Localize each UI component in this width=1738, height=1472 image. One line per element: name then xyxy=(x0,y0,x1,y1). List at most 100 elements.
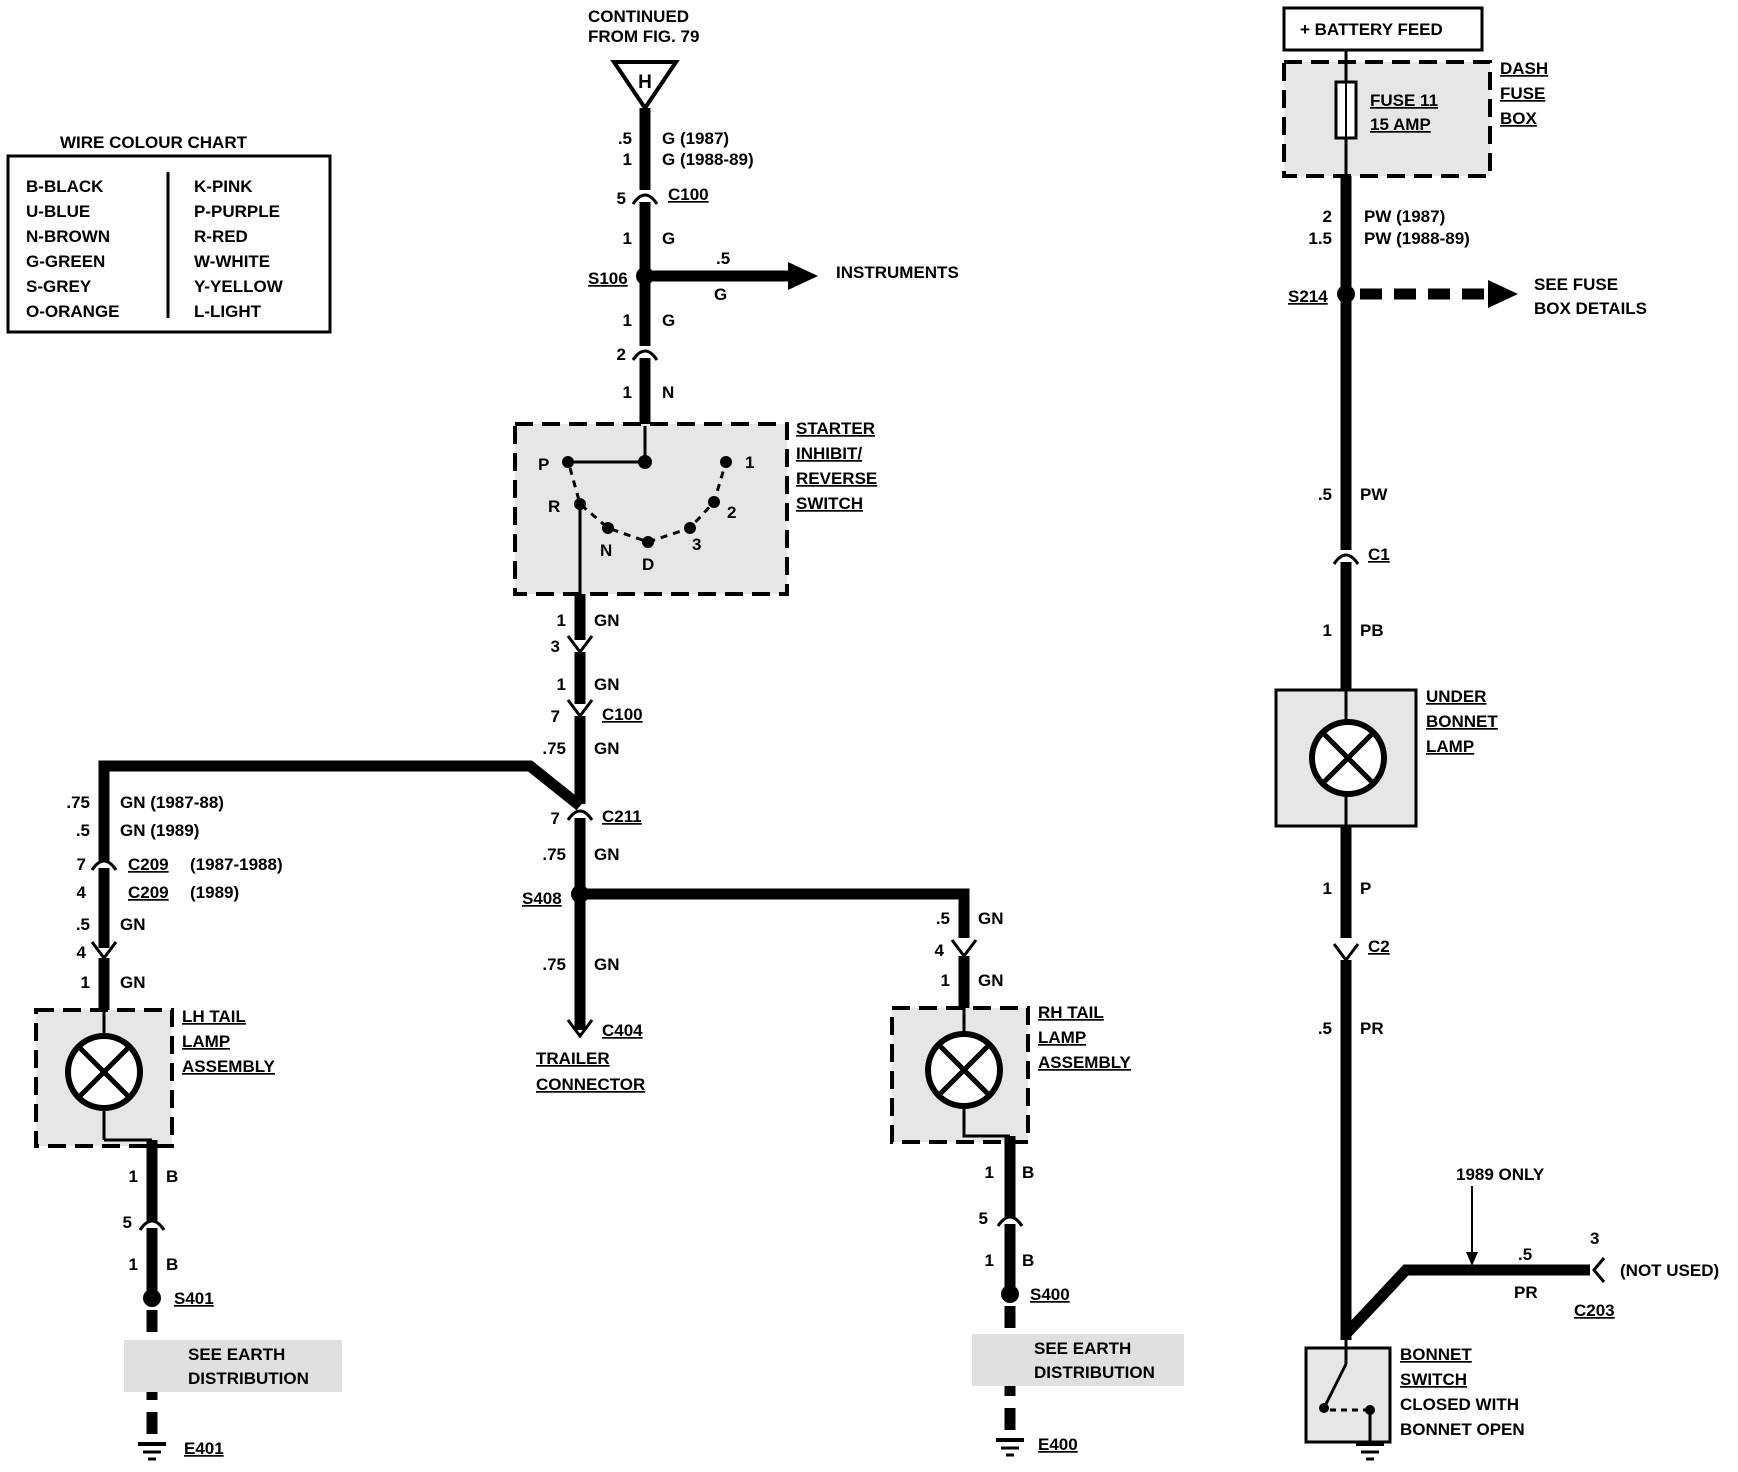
connector-h-label: H xyxy=(638,72,652,93)
component-label: UNDER xyxy=(1426,687,1486,706)
connector-year: (1987-1988) xyxy=(190,855,283,874)
component-label: SWITCH xyxy=(1400,1370,1467,1389)
battery-feed-box xyxy=(1282,6,1484,52)
note-1989-only: 1989 ONLY xyxy=(1456,1165,1545,1184)
wire-color: N xyxy=(662,383,674,402)
pin-number: 3 xyxy=(1590,1229,1599,1248)
component-label: LAMP xyxy=(1038,1028,1086,1047)
wire-colour-entry: B-BLACK xyxy=(26,177,104,196)
switch-pos-label: N xyxy=(600,541,612,560)
switch-position xyxy=(642,536,654,548)
pin-number: 5 xyxy=(979,1209,988,1228)
rh-tail-lamp-circuit: .5 GN 4 1 GN RH TAIL LAMP ASSEMBLY 1 B 5… xyxy=(890,909,1184,1457)
earth-note-bg xyxy=(972,1334,1184,1386)
connector-year: (1989) xyxy=(190,883,239,902)
connector-c100-upper xyxy=(631,193,659,205)
starter-inhibit-switch: P R N D 1 2 3 STARTER INHIBIT/ REVERSE S… xyxy=(513,419,877,596)
wire-size: .5 xyxy=(76,915,90,934)
pin-number: 5 xyxy=(123,1213,132,1232)
center-circuit: 1 GN 3 1 GN 7 C100 .75 GN 7 C211 .75 GN … xyxy=(98,594,970,1094)
pin-number: 4 xyxy=(935,941,945,960)
wire-size: 1 xyxy=(623,383,632,402)
pin-number: 7 xyxy=(551,809,560,828)
wire-color: PW (1988-89) xyxy=(1364,229,1470,248)
component-label: BOX xyxy=(1500,109,1538,128)
wire-color: PR xyxy=(1514,1283,1538,1302)
lamp-bulb-icon xyxy=(1321,731,1375,785)
wire-size: 1 xyxy=(81,973,90,992)
wire-color: GN (1987-88) xyxy=(120,793,224,812)
wire-size: .5 xyxy=(936,909,950,928)
pin-number: 5 xyxy=(617,189,626,208)
pin-number: 2 xyxy=(617,345,626,364)
see-fuse-note: BOX DETAILS xyxy=(1534,299,1647,318)
connector-c2 xyxy=(1332,943,1360,963)
connector-c203 xyxy=(1592,1257,1606,1283)
component-label: LAMP xyxy=(1426,737,1474,756)
connector-c1 xyxy=(1332,553,1360,565)
lamp-bulb-icon xyxy=(77,1045,131,1099)
lamp-bulb-icon xyxy=(937,1043,991,1097)
wire-color: G xyxy=(662,311,675,330)
continued-label: CONTINUED xyxy=(588,7,689,26)
dash-fuse-box xyxy=(1282,60,1492,178)
earth-note: DISTRIBUTION xyxy=(188,1369,309,1388)
component-label: INHIBIT/ xyxy=(796,444,862,463)
component-label: BONNET OPEN xyxy=(1400,1420,1525,1439)
continued-label: FROM FIG. 79 xyxy=(588,27,699,46)
wire-size: 1 xyxy=(1323,879,1332,898)
connector-pin2 xyxy=(631,349,659,361)
wire xyxy=(1341,1264,1590,1338)
switch-pos-label: 3 xyxy=(692,535,701,554)
wire-colour-entry: P-PURPLE xyxy=(194,202,280,221)
wire-size: 1 xyxy=(1323,621,1332,640)
component-label: LAMP xyxy=(182,1032,230,1051)
wire-color: GN xyxy=(594,675,620,694)
component-label: BONNET xyxy=(1400,1345,1472,1364)
component-label: FUSE xyxy=(1500,84,1545,103)
wire-color: B xyxy=(1022,1251,1034,1270)
pin-number: 4 xyxy=(77,883,87,902)
component-label: LH TAIL xyxy=(182,1007,246,1026)
connector-c404 xyxy=(566,1019,594,1039)
arrow-icon xyxy=(788,262,818,290)
wire-size: 2 xyxy=(1323,207,1332,226)
wire-chart-title: WIRE COLOUR CHART xyxy=(60,133,248,152)
earth-note: SEE EARTH xyxy=(1034,1339,1131,1358)
connector-h-triangle xyxy=(610,60,680,112)
wire-color: PW (1987) xyxy=(1364,207,1445,226)
pin-number: 7 xyxy=(551,707,560,726)
switch-contact xyxy=(1324,1363,1348,1405)
connector-c211 xyxy=(566,809,594,821)
switch-pos-label: D xyxy=(642,555,654,574)
see-fuse-note: SEE FUSE xyxy=(1534,275,1618,294)
wire-colour-entry: S-GREY xyxy=(26,277,92,296)
connector-label: C404 xyxy=(602,1021,643,1040)
splice-s400 xyxy=(1001,1285,1019,1303)
wire-color: GN xyxy=(120,973,146,992)
wire-color: GN xyxy=(120,915,146,934)
pin-number: 3 xyxy=(551,637,560,656)
fuse-label: FUSE 11 xyxy=(1370,91,1438,110)
connector-label: C211 xyxy=(602,807,642,826)
wire xyxy=(580,888,970,938)
component-label: RH TAIL xyxy=(1038,1003,1104,1022)
connector-label: C2 xyxy=(1368,937,1390,956)
pin-number: 4 xyxy=(77,943,87,962)
feed-circuit: CONTINUED FROM FIG. 79 H .5 G (1987) 1 G… xyxy=(588,7,959,426)
wire-colour-entry: N-BROWN xyxy=(26,227,110,246)
wire-size: 1 xyxy=(129,1255,138,1274)
connector-label: C100 xyxy=(668,185,709,204)
switch-box xyxy=(513,422,789,596)
earth-note: DISTRIBUTION xyxy=(1034,1363,1155,1382)
wire-colour-entry: L-LIGHT xyxy=(194,302,262,321)
component-label: ASSEMBLY xyxy=(182,1057,276,1076)
pin-number: 7 xyxy=(77,855,86,874)
switch-pos-label: 1 xyxy=(745,453,754,472)
wire-size: .5 xyxy=(1518,1245,1532,1264)
wire xyxy=(98,760,584,862)
component-label: STARTER xyxy=(796,419,875,438)
wire-color: GN xyxy=(594,845,620,864)
bonnet-lamp-circuit: + BATTERY FEED FUSE 11 15 AMP DASH FUSE … xyxy=(1274,6,1719,1461)
